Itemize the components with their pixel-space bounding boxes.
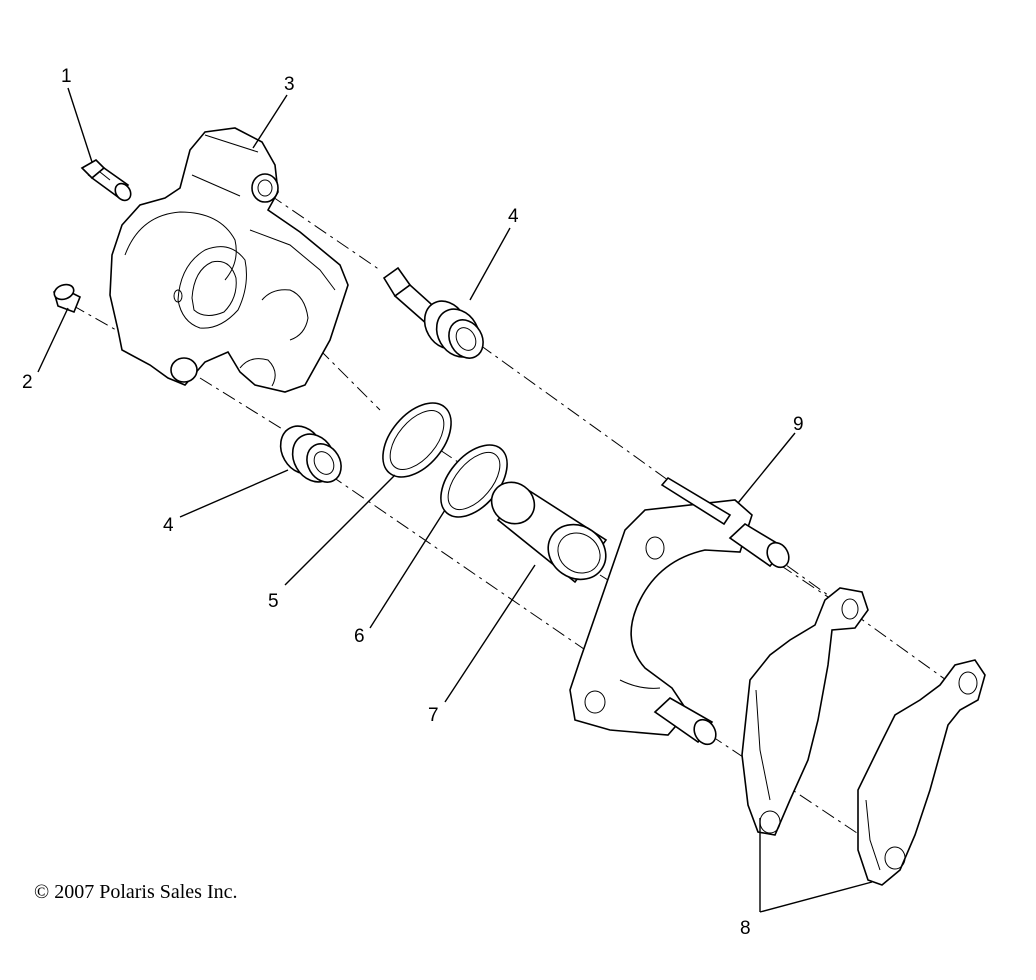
callout-4-lower: 4: [163, 515, 174, 536]
caliper-bracket: [569, 476, 790, 746]
callout-4-upper: 4: [508, 206, 519, 227]
callout-1: 1: [61, 66, 72, 87]
brake-pad-outer: [857, 659, 986, 886]
caliper-body: [109, 127, 349, 393]
cap: [53, 283, 82, 314]
callout-3: 3: [284, 74, 295, 95]
piston-seal: [382, 402, 452, 478]
leader-lines: [37, 87, 873, 913]
slide-pin-boot-lower: [279, 425, 342, 483]
callout-8: 8: [740, 918, 751, 939]
callout-5: 5: [268, 591, 279, 612]
slide-pin-boot-upper: [382, 266, 484, 359]
copyright-notice: © 2007 Polaris Sales Inc.: [34, 881, 238, 903]
bleeder-screw: [80, 159, 132, 202]
callout-2: 2: [22, 372, 33, 393]
piston: [490, 481, 608, 584]
callout-6: 6: [354, 626, 365, 647]
callout-7: 7: [428, 705, 439, 726]
callout-9: 9: [793, 414, 804, 435]
dust-seal: [440, 444, 508, 518]
